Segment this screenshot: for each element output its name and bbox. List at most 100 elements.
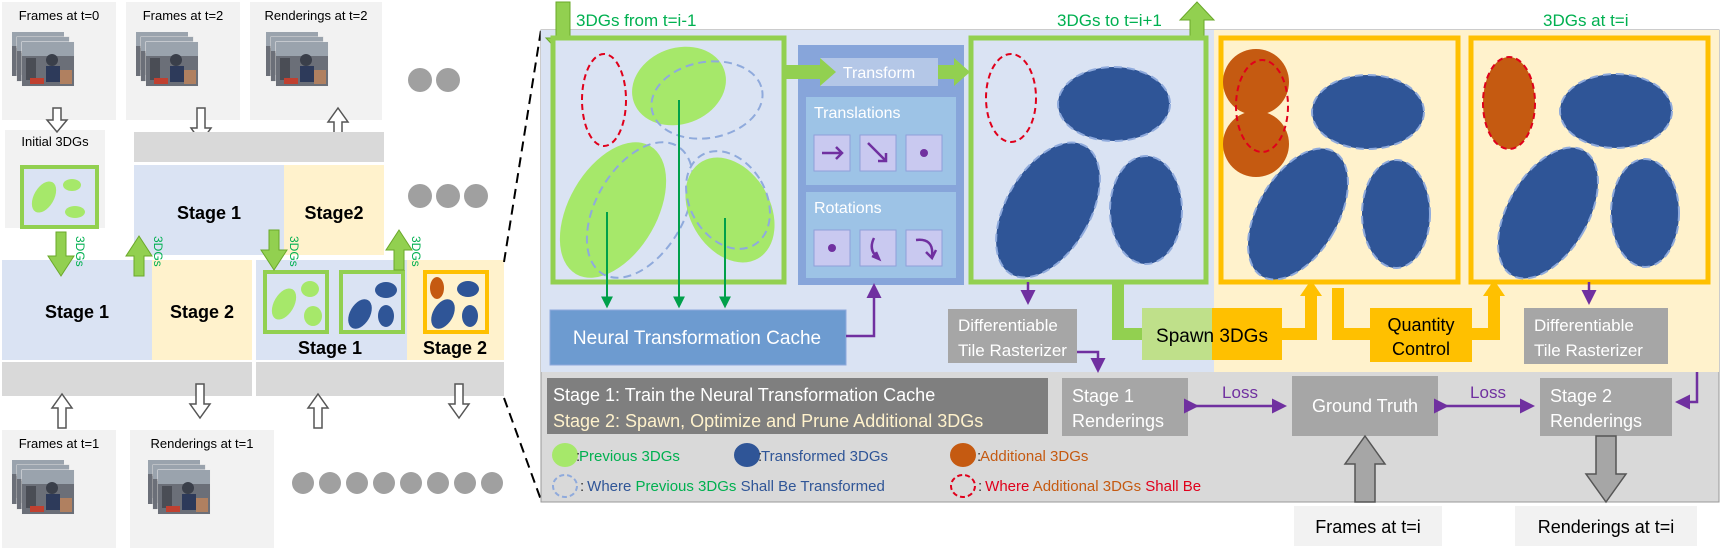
- arrow-up-icon: [125, 235, 153, 277]
- upper-stage2-label: Stage2: [304, 203, 363, 223]
- gaussian-blob: [1223, 111, 1289, 177]
- arrow-right-icon: [938, 58, 970, 86]
- dot-icon: [920, 149, 928, 157]
- lower-stage1-label: Stage 1: [45, 302, 109, 322]
- stage-description-box: [547, 378, 1048, 434]
- dot-icon: [828, 244, 836, 252]
- at-i-label: 3DGs at t=i: [1543, 11, 1629, 30]
- gaussian-blob: [63, 179, 81, 191]
- quantity-control-block: [1370, 308, 1472, 362]
- renderings-t1-label: Renderings at t=1: [151, 436, 254, 451]
- spawn-label: Spawn 3DGs: [1156, 326, 1268, 347]
- lower-stage2-box: [152, 260, 252, 360]
- arrow-3dgs-label: 3DGs: [73, 236, 87, 267]
- gaussian-blob: [1482, 56, 1536, 150]
- arrow-up-icon: [1300, 280, 1322, 296]
- legend-transformed-swatch: [734, 443, 760, 467]
- additional-target-outline: [581, 53, 627, 147]
- zoom-line-bottom: [503, 397, 542, 501]
- ntc-label: Neural Transformation Cache: [573, 328, 821, 349]
- loss-right-label: Loss: [1470, 383, 1506, 402]
- additional-target-outline: [985, 53, 1037, 143]
- flow-connector: [1472, 292, 1500, 340]
- arrow-down-icon: [45, 107, 69, 134]
- stage2-description: Stage 2: Spawn, Optimize and Prune Addit…: [553, 411, 983, 431]
- ellipsis-dot: [436, 68, 460, 92]
- ellipsis-dot: [346, 472, 368, 494]
- ellipsis-dot: [400, 472, 422, 494]
- ellipsis-dot: [427, 472, 449, 494]
- legend-transformed-label: Transformed 3DGs: [761, 448, 888, 465]
- legend-previous-label: Previous 3DGs: [579, 448, 680, 465]
- upper-stage-header: [134, 132, 384, 162]
- arrow-up-icon: [1483, 280, 1505, 296]
- arrow-3dgs-label: 3DGs: [409, 236, 423, 267]
- gaussian-blob: [1559, 73, 1673, 149]
- ntc-to-transform-arrow: [846, 283, 882, 338]
- arrow-3dgs-label: 3DGs: [287, 236, 301, 267]
- rotate-none-tile: [813, 229, 851, 267]
- gaussian-blob: [1223, 49, 1289, 115]
- gaussian-blob: [1610, 158, 1680, 268]
- additional-target-outline: [1235, 59, 1289, 153]
- rasterizer2-block: [1524, 308, 1668, 364]
- gaussian-blob: [271, 288, 297, 320]
- legend-colon: :: [758, 448, 762, 465]
- gaussian-blob: [1497, 146, 1599, 280]
- ellipsis-dot: [408, 68, 432, 92]
- mid-stage2-label: Stage 2: [423, 338, 487, 358]
- arrow-down-icon: [1584, 435, 1628, 504]
- from-prev-label: 3DGs from t=i-1: [576, 11, 696, 30]
- frames-t2-label: Frames at t=2: [143, 8, 224, 23]
- rotate-cw-icon: [915, 238, 938, 261]
- flow-connector: [1332, 288, 1370, 340]
- gaussian-blob: [1057, 66, 1171, 142]
- legend-where-additional: :Where Additional 3DGs Shall Be: [978, 478, 1201, 495]
- gaussian-blob: [1109, 155, 1183, 265]
- ellipsis-row: [292, 472, 503, 494]
- flow-connector: [1282, 292, 1317, 340]
- gaussian-blob: [1247, 147, 1349, 281]
- arrow-down-icon: [47, 231, 75, 277]
- gaussian-blob: [430, 277, 444, 299]
- ellipsis-dot: [436, 184, 460, 208]
- transform-title-box: [820, 58, 938, 86]
- left-overview: Frames at t=0 Frames at t=2 Renderings a…: [2, 2, 504, 548]
- legend-colon: :: [977, 448, 981, 465]
- legend-transform-target-swatch: [552, 474, 578, 498]
- renderings-t2-images: [266, 32, 328, 86]
- arrow-up-icon: [385, 229, 413, 271]
- loss-left-label: Loss: [1222, 383, 1258, 402]
- gaussian-blob: [65, 206, 85, 218]
- arrow-up-icon: [306, 392, 330, 429]
- flow-arrow: [1077, 350, 1106, 373]
- zoom-line-top: [503, 29, 542, 263]
- stage1-renderings-line1: Stage 1: [1072, 386, 1134, 406]
- transform-target-outline: [650, 60, 764, 140]
- stage1-renderings-line2: Renderings: [1072, 411, 1164, 431]
- arrow-down-icon: [188, 383, 212, 420]
- renderings-ti-card: [1515, 506, 1697, 546]
- stage2-renderings-line2: Renderings: [1550, 411, 1642, 431]
- stage1-renderings-block: [1062, 378, 1188, 436]
- legend-additional-label: Additional 3DGs: [980, 448, 1088, 465]
- arrow-diagonal-icon: [867, 142, 888, 163]
- ellipsis-dot: [319, 472, 341, 494]
- arrow-down-icon: [447, 383, 471, 420]
- mid-stage-footer: [256, 362, 504, 396]
- ellipsis-dot: [408, 184, 432, 208]
- gaussian-blob: [1311, 74, 1425, 150]
- rasterizer2-line2: Tile Rasterizer: [1534, 341, 1643, 360]
- rotate-cw-tile: [905, 229, 943, 267]
- gaussian-blob: [304, 306, 322, 326]
- lower-stage2-label: Stage 2: [170, 302, 234, 322]
- arrow-right-icon: [822, 146, 844, 160]
- arrow-3dgs-label: 3DGs: [151, 236, 165, 267]
- renderings-t1-images: [148, 460, 210, 514]
- translate-none-tile: [905, 134, 943, 172]
- frames-t1-images: [12, 460, 74, 514]
- stage2-renderings-line1: Stage 2: [1550, 386, 1612, 406]
- legend-additional-target-swatch: [950, 474, 976, 498]
- spawn-block-right: [1212, 308, 1282, 360]
